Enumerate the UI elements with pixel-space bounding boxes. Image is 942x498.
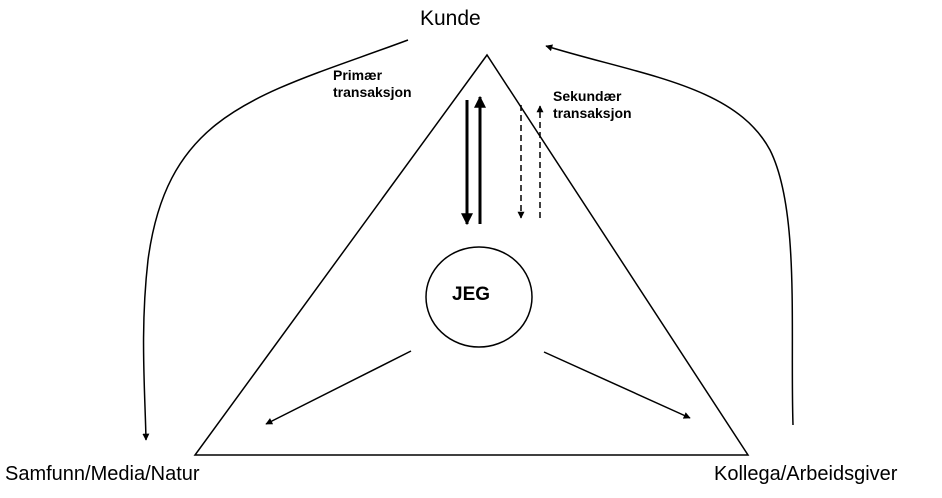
jeg-circle — [425, 246, 533, 348]
primary-line2: transaksjon — [333, 84, 412, 100]
jeg-to-samfunn-arrow — [265, 350, 412, 425]
triangle — [193, 53, 750, 456]
kunde-label: Kunde — [420, 7, 481, 30]
primary-line1: Primær — [333, 67, 383, 83]
secondary-line2: transaksjon — [553, 105, 632, 121]
samfunn-label: Samfunn/Media/Natur — [5, 463, 200, 485]
kollega-label: Kollega/Arbeidsgiver — [714, 463, 898, 485]
jeg-to-kollega-arrow — [543, 351, 691, 419]
primary-transaction-label: Primær transaksjon — [333, 67, 412, 101]
kunde-to-samfunn-curve — [142, 39, 409, 441]
kollega-to-kunde-curve — [545, 44, 794, 426]
secondary-transaction-label: Sekundær transaksjon — [553, 88, 632, 122]
secondary-line1: Sekundær — [553, 88, 622, 104]
jeg-label: JEG — [452, 284, 491, 305]
